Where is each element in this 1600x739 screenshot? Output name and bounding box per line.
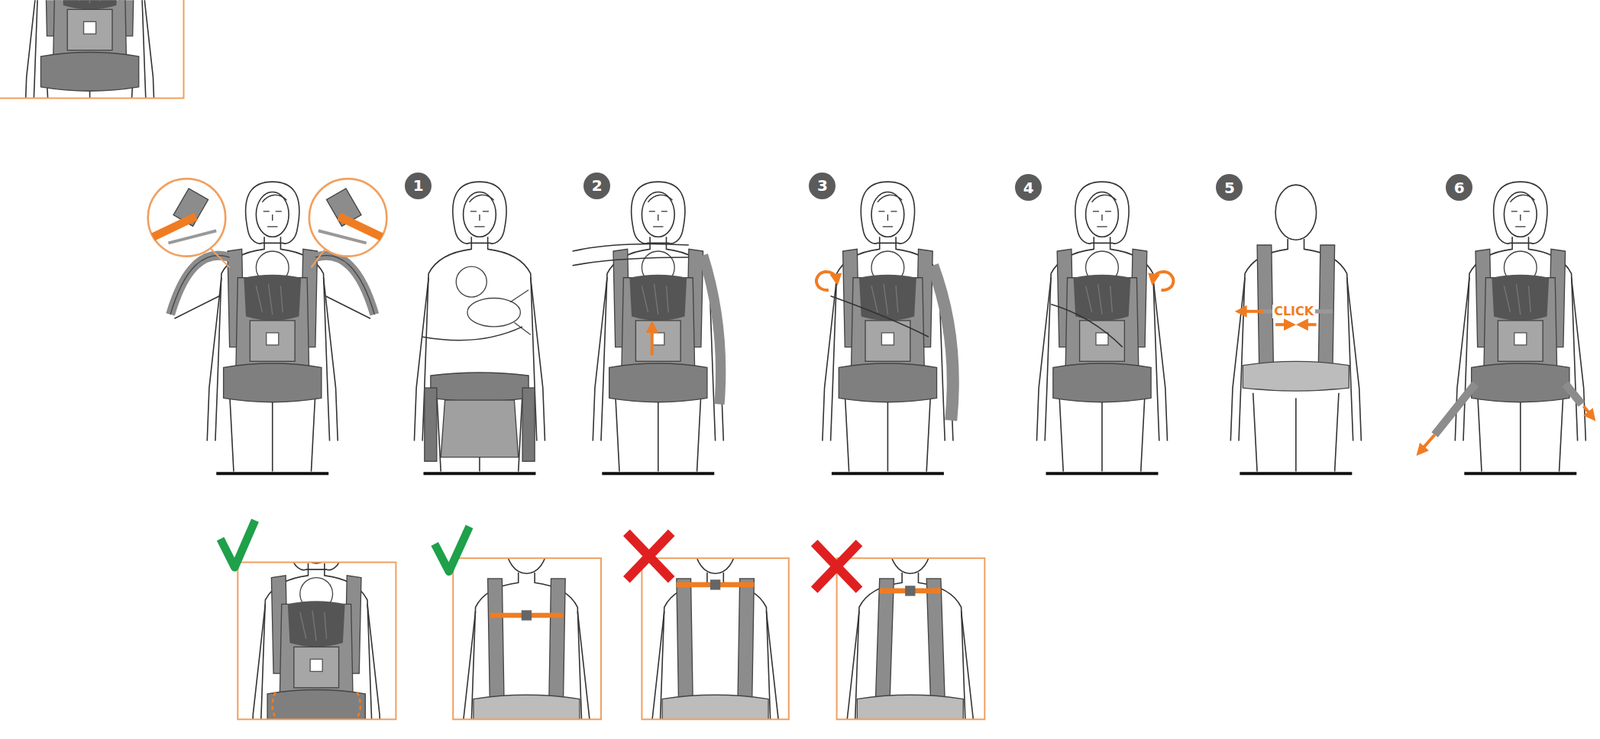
frame — [641, 558, 789, 720]
check-mark — [434, 526, 469, 573]
buckle-inset — [309, 178, 388, 268]
step-number: 3 — [808, 172, 836, 200]
callout-number: 4 — [1023, 180, 1035, 196]
callout-number: 5 — [1224, 180, 1235, 196]
callout-number: 3 — [817, 177, 828, 194]
buckle-inset — [148, 178, 230, 268]
check-mark — [220, 520, 256, 568]
step-figure — [572, 181, 725, 474]
cross-mark — [814, 543, 860, 590]
frame — [452, 558, 602, 720]
step-figure — [816, 181, 954, 474]
frame — [0, 0, 184, 99]
step-number: 4 — [1014, 174, 1042, 201]
frame — [837, 558, 986, 720]
cross-mark — [626, 533, 672, 580]
step-number: 6 — [1445, 174, 1473, 201]
step-figure — [1420, 181, 1592, 474]
step-figure — [1230, 184, 1361, 474]
callout-number: 6 — [1454, 180, 1465, 196]
action-label: CLICK — [1272, 304, 1316, 319]
callout-number: 2 — [591, 177, 603, 194]
step-number: 1 — [404, 172, 432, 200]
partial-figure — [24, 0, 156, 98]
step-figure — [1036, 181, 1174, 474]
wrong-example — [649, 558, 781, 720]
step-figure — [413, 181, 545, 474]
step-number: 2 — [583, 172, 611, 200]
correct-example — [251, 562, 382, 721]
step-number: 5 — [1215, 174, 1243, 201]
correct-example — [461, 558, 592, 720]
frame — [237, 562, 396, 721]
wrong-example — [844, 558, 976, 720]
callout-number: 1 — [413, 177, 424, 194]
